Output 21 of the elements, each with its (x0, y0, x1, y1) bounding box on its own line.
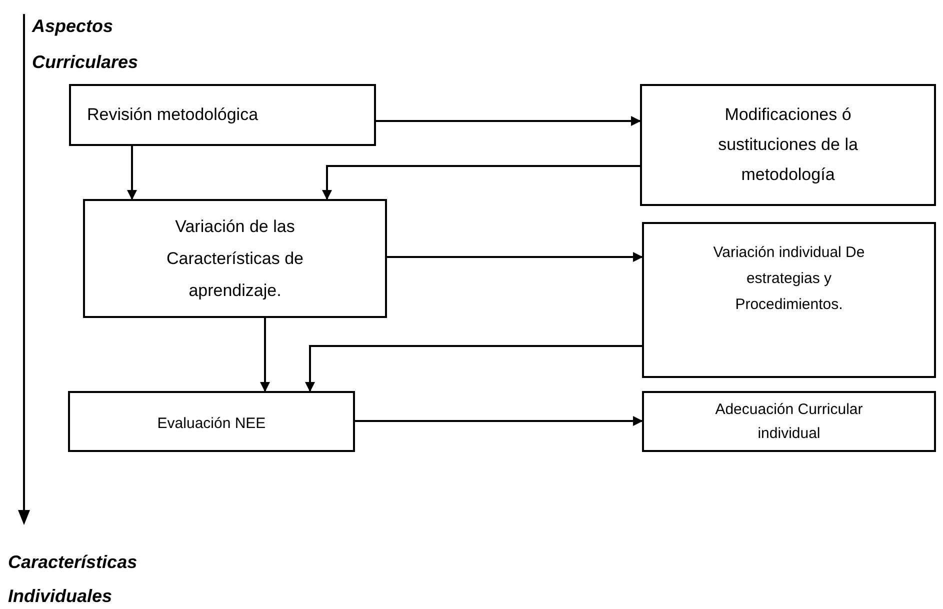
arrow (322, 165, 640, 200)
process-box (83, 199, 387, 318)
arrow (127, 146, 137, 200)
axis-label: Características Individuales (8, 551, 138, 608)
box-text: Evaluación NEE (157, 414, 266, 434)
arrow (376, 116, 641, 126)
arrow (355, 416, 643, 426)
arrow (305, 345, 642, 392)
process-box (642, 222, 936, 378)
box-text: Adecuación Curricular individual (714, 400, 864, 444)
box-text: Modificaciones ó sustituciones de la metodología (717, 104, 859, 186)
process-box (640, 84, 936, 206)
axis-label: Aspectos Curriculares (32, 15, 140, 74)
arrow (260, 318, 270, 392)
box-text: Variación de las Características de aprendizaje. (166, 216, 304, 302)
process-box (69, 84, 376, 146)
arrow (387, 252, 643, 262)
process-box (642, 391, 936, 452)
process-box (68, 391, 355, 452)
box-text: Revisión metodológica (87, 104, 258, 126)
box-text: Variación individual De estrategias y Procedimientos. (712, 243, 866, 315)
